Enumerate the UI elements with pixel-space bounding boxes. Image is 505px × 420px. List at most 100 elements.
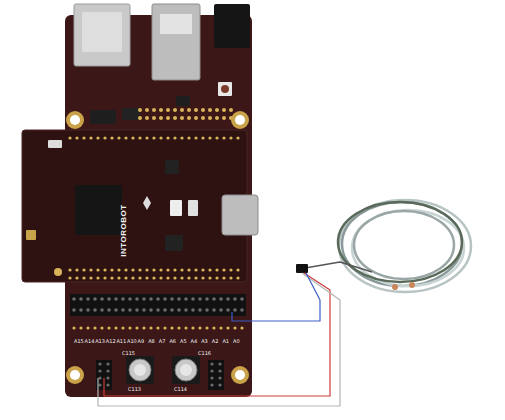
- module-pin: [110, 268, 113, 271]
- module-pin: [173, 268, 176, 271]
- module-pin: [166, 276, 169, 279]
- pin-hole: [229, 108, 233, 112]
- header-pin: [121, 308, 125, 312]
- module-pin: [187, 276, 190, 279]
- pin-hole: [180, 108, 184, 112]
- module-pin: [208, 136, 211, 139]
- pin-hole: [152, 116, 156, 120]
- module-pin: [75, 136, 78, 139]
- usb-a-port: [152, 4, 200, 80]
- module-pin: [180, 136, 183, 139]
- header-pin: [79, 297, 83, 301]
- pad: [191, 326, 194, 329]
- header-pin: [142, 297, 146, 301]
- header-pin: [107, 308, 111, 312]
- strip-lead: [305, 262, 372, 272]
- led-strip-coil: [352, 210, 464, 286]
- pin-label: A7: [159, 338, 166, 344]
- pin-label: A5: [180, 338, 187, 344]
- pad: [100, 326, 103, 329]
- module-pin: [103, 268, 106, 271]
- header-pin: [198, 308, 202, 312]
- header-pin: [210, 376, 213, 379]
- module-pin: [68, 136, 71, 139]
- pad: [156, 326, 159, 329]
- header-pin: [149, 297, 153, 301]
- header-pin: [210, 383, 213, 386]
- module-pin: [236, 136, 239, 139]
- led-strip-coil: [338, 202, 462, 282]
- pin-hole: [138, 116, 142, 120]
- mounting-hole-center: [70, 115, 80, 125]
- module-pin: [96, 268, 99, 271]
- module-pin: [194, 268, 197, 271]
- module-pin: [68, 268, 71, 271]
- pin-label: A9: [138, 338, 145, 344]
- module-pin: [236, 276, 239, 279]
- module-pin: [131, 268, 134, 271]
- ethernet-jack-face: [82, 12, 122, 52]
- pin-hole: [159, 116, 163, 120]
- pin-hole: [138, 108, 142, 112]
- header-pin: [184, 297, 188, 301]
- header-pin: [106, 383, 109, 386]
- pin-hole: [180, 116, 184, 120]
- module-pin: [138, 276, 141, 279]
- module-pin: [201, 276, 204, 279]
- header-pin: [114, 297, 118, 301]
- ic-small: [165, 160, 179, 174]
- module-pin: [152, 268, 155, 271]
- pin-label: A8: [148, 338, 155, 344]
- pin-hole: [173, 116, 177, 120]
- pad: [86, 326, 89, 329]
- module-pin: [89, 136, 92, 139]
- header-pin: [218, 383, 221, 386]
- pad: [135, 326, 138, 329]
- header-pin: [72, 297, 76, 301]
- header-pin: [205, 308, 209, 312]
- usb-a-face: [160, 14, 192, 34]
- small-header: [208, 360, 224, 390]
- header-pin: [233, 308, 237, 312]
- module-pin: [89, 276, 92, 279]
- header-pin: [212, 308, 216, 312]
- pad: [226, 326, 229, 329]
- led-smd: [48, 140, 62, 148]
- pin-hole: [215, 116, 219, 120]
- switch-cap: [221, 85, 229, 93]
- pin-label: A15: [74, 338, 84, 344]
- pin-hole: [152, 108, 156, 112]
- pad: [93, 326, 96, 329]
- pin-hole: [187, 116, 191, 120]
- module-pin: [96, 136, 99, 139]
- pin-hole: [222, 116, 226, 120]
- header-pin: [226, 297, 230, 301]
- header-pin: [135, 297, 139, 301]
- header-pin: [212, 297, 216, 301]
- ic-small: [176, 96, 190, 106]
- module-pin: [166, 268, 169, 271]
- wire-blue: [232, 273, 320, 321]
- module-pin: [89, 268, 92, 271]
- module-pin: [229, 276, 232, 279]
- pin-label: A1: [222, 338, 229, 344]
- module-pin: [208, 268, 211, 271]
- pin-hole: [173, 108, 177, 112]
- module-pin: [82, 268, 85, 271]
- module-pin: [159, 268, 162, 271]
- module-pin: [152, 136, 155, 139]
- pin-hole: [159, 108, 163, 112]
- mounting-hole-center: [235, 370, 245, 380]
- module-pin: [124, 268, 127, 271]
- header-pin: [93, 308, 97, 312]
- header-pin: [72, 308, 76, 312]
- header-pin: [156, 297, 160, 301]
- module-pin: [194, 276, 197, 279]
- header-pin: [170, 308, 174, 312]
- module-pin: [222, 268, 225, 271]
- pin-label: A4: [191, 338, 198, 344]
- crystal: [188, 200, 198, 216]
- mounting-hole-center: [70, 370, 80, 380]
- capacitor: [129, 359, 151, 381]
